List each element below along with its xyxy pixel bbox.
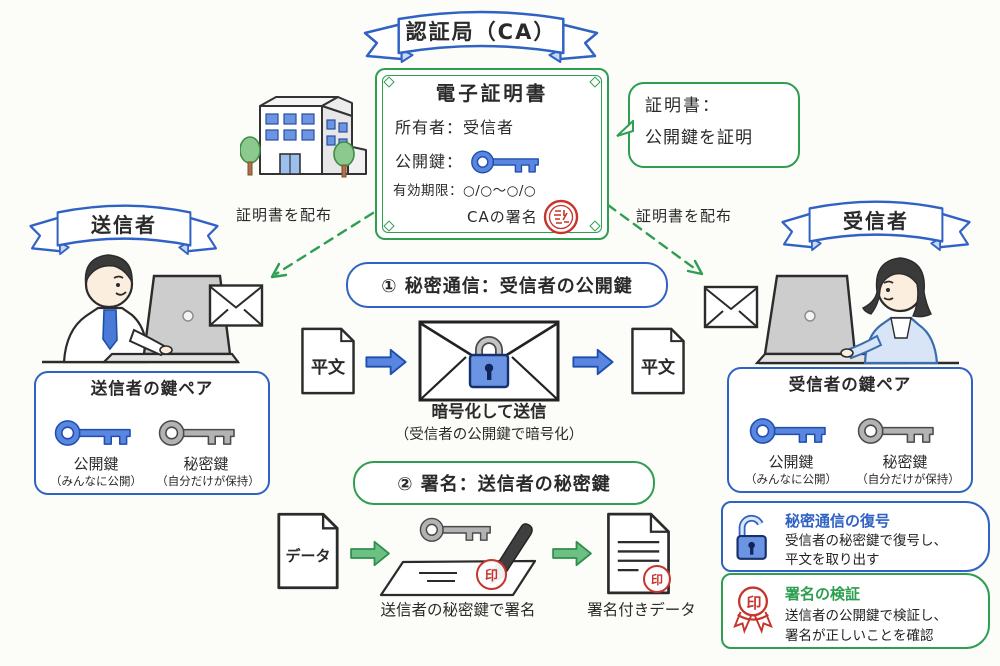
public-key-icon — [469, 146, 545, 178]
signed-data-caption: 署名付きデータ — [587, 601, 696, 619]
bubble-tail — [616, 120, 634, 137]
public-key-label: 公開鍵 — [768, 453, 814, 471]
envelope-icon — [703, 285, 759, 329]
arrow-right-icon — [571, 348, 615, 376]
distribute-label-right: 証明書を配布 — [636, 207, 733, 225]
private-key-label: 秘密鍵 — [882, 453, 928, 471]
tree-icon — [240, 136, 355, 178]
ca-building-icon — [240, 90, 370, 192]
sender-banner-label: 送信者 — [91, 213, 157, 237]
public-key-icon — [54, 415, 136, 451]
verify-note-line2: 署名が正しいことを確認 — [785, 628, 934, 644]
verify-note-box: 印 署名の検証 送信者の公開鍵で検証し、 署名が正しいことを確認 — [721, 573, 990, 649]
ca-seal-icon — [542, 198, 580, 236]
private-key-icon — [158, 415, 240, 451]
public-key-icon — [749, 413, 831, 449]
ribbon-icon — [781, 200, 971, 252]
hanko-stamp-icon: 印 — [643, 565, 671, 593]
verify-note-title: 署名の検証 — [785, 585, 861, 603]
receiver-banner: 受信者 — [780, 192, 972, 254]
private-key-note: （自分だけが保持） — [156, 474, 260, 488]
plaintext-label: 平文 — [311, 357, 345, 378]
stamp-ribbon-icon: 印 — [731, 583, 775, 639]
sender-banner: 送信者 — [28, 196, 220, 258]
cert-note-line2: 公開鍵を証明 — [645, 128, 753, 148]
stamp-char: 印 — [746, 593, 762, 612]
encrypt-caption-sub: （受信者の公開鍵で暗号化） — [394, 427, 584, 443]
secret-comm-section-title: ① 秘密通信：受信者の公開鍵 — [346, 262, 668, 308]
encrypt-caption: 暗号化して送信 — [431, 402, 547, 421]
sender-keypair-box: 送信者の鍵ペア 公開鍵 秘密鍵 （みんなに公開） （自分だけが保持） — [34, 371, 270, 495]
certificate-public-key-label: 公開鍵： — [395, 152, 464, 171]
private-key-icon — [857, 413, 939, 449]
certificate-title: 電子証明書 — [435, 82, 549, 105]
unlocked-padlock-icon — [733, 512, 773, 562]
signed-data-doc: 印 — [605, 511, 672, 596]
plaintext-doc-left: 平文 — [299, 326, 357, 396]
hanko-stamp-icon: 印 — [476, 559, 507, 590]
decrypt-note-title: 秘密通信の復号 — [785, 512, 891, 530]
private-key-label: 秘密鍵 — [183, 455, 229, 473]
encrypted-envelope-icon — [417, 319, 561, 403]
arrow-right-icon — [364, 348, 408, 376]
certificate-ca-signature-label: CAの署名 — [467, 208, 538, 226]
plaintext-doc-right: 平文 — [629, 326, 687, 396]
data-label: データ — [285, 546, 331, 565]
receiver-person-illustration — [753, 246, 965, 368]
ribbon-icon — [29, 204, 219, 256]
receiver-banner-label: 受信者 — [843, 209, 909, 233]
decrypt-note-line2: 平文を取り出す — [785, 552, 880, 568]
receiver-keypair-title: 受信者の鍵ペア — [788, 375, 912, 394]
decrypt-note-line1: 受信者の秘密鍵で復号し、 — [785, 533, 947, 549]
certificate-owner: 所有者：受信者 — [395, 118, 515, 137]
ca-banner: 認証局（CA） — [362, 2, 600, 66]
certificate-inner-border — [382, 75, 602, 233]
decrypt-note-box: 秘密通信の復号 受信者の秘密鍵で復号し、 平文を取り出す — [721, 501, 990, 572]
data-doc: データ — [275, 511, 341, 591]
ribbon-icon — [363, 10, 599, 63]
ca-banner-label: 認証局（CA） — [405, 19, 557, 44]
distribute-label-left: 証明書を配布 — [236, 206, 333, 224]
signing-scene: 印 — [375, 507, 545, 599]
public-key-label: 公開鍵 — [73, 455, 119, 473]
certificate-validity: 有効期限：○/○～○/○ — [393, 183, 537, 199]
signature-section-title: ② 署名：送信者の秘密鍵 — [353, 461, 655, 505]
private-key-note: （自分だけが保持） — [856, 472, 960, 486]
verify-note-line1: 送信者の公開鍵で検証し、 — [785, 608, 947, 624]
sender-keypair-title: 送信者の鍵ペア — [90, 379, 214, 398]
sign-caption: 送信者の秘密鍵で署名 — [380, 601, 536, 619]
public-key-note: （みんなに公開） — [50, 474, 142, 488]
arrow-right-icon — [349, 540, 391, 567]
private-key-icon — [419, 517, 491, 542]
laptop-base — [101, 352, 241, 364]
envelope-icon — [208, 283, 264, 328]
receiver-keypair-box: 受信者の鍵ペア 公開鍵 秘密鍵 （みんなに公開） （自分だけが保持） — [727, 367, 973, 493]
locked-padlock-icon — [468, 336, 510, 389]
certificate-note-bubble: 証明書： 公開鍵を証明 — [616, 82, 800, 168]
public-key-note: （みんなに公開） — [745, 472, 837, 486]
necktie — [102, 309, 118, 351]
digital-certificate-card: 電子証明書 所有者：受信者 公開鍵： 有効期限：○/○～○/○ CAの署名 — [375, 68, 609, 240]
plaintext-label: 平文 — [641, 357, 675, 378]
arrow-right-icon — [551, 540, 593, 567]
cert-note-line1: 証明書： — [645, 96, 721, 116]
sender-person-illustration — [38, 242, 243, 367]
